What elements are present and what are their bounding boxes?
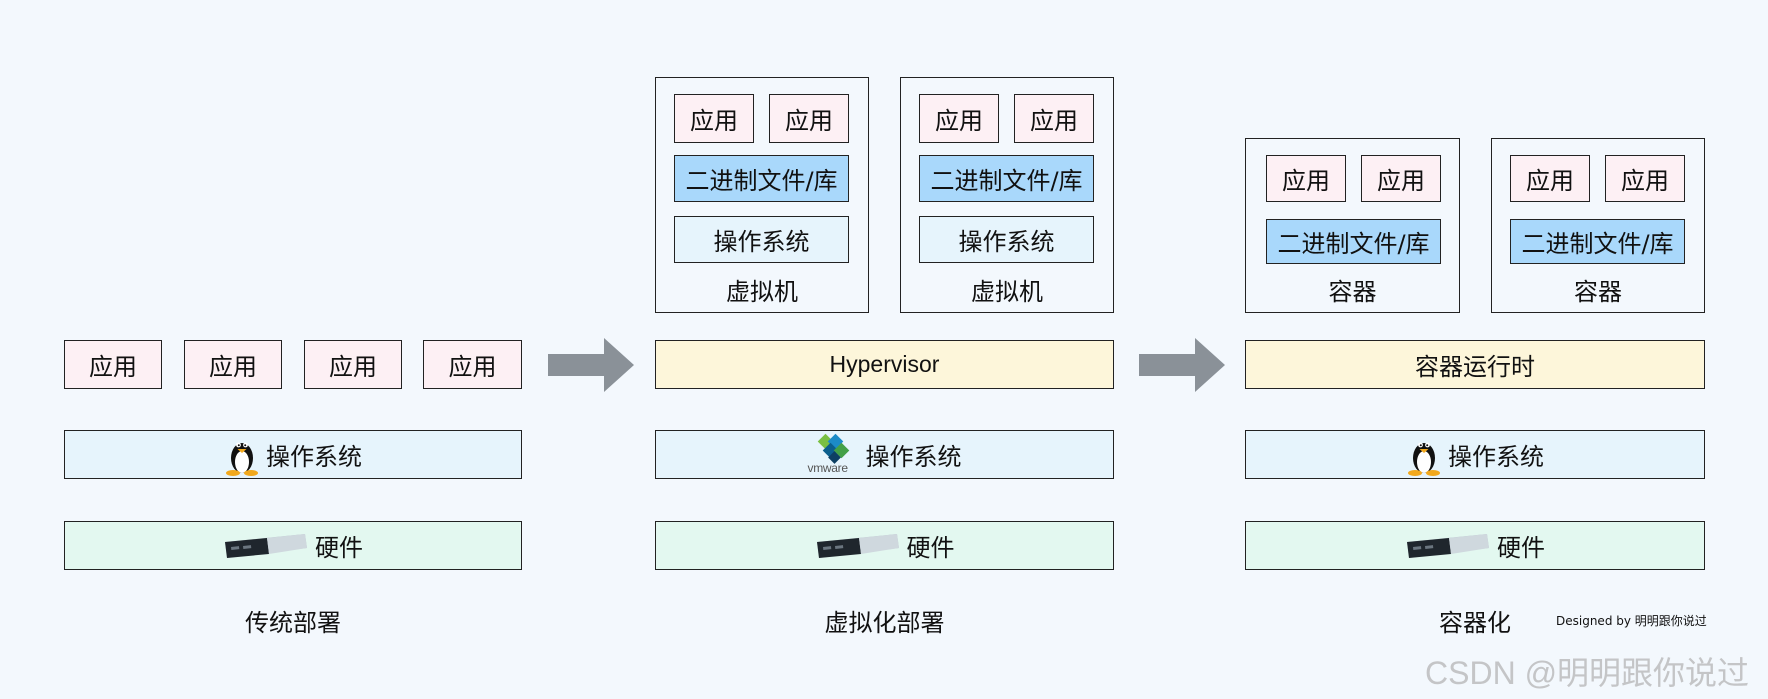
os-label: 操作系统 xyxy=(266,443,362,471)
csdn-watermark: CSDN @明明跟你说过 xyxy=(1425,655,1750,691)
hardware-label: 硬件 xyxy=(906,534,955,562)
vm2-app-1: 应用 xyxy=(919,94,999,143)
container1-app-2: 应用 xyxy=(1361,155,1441,202)
app-label: 应用 xyxy=(89,353,137,381)
traditional-app-3: 应用 xyxy=(304,340,402,389)
container2-app-1: 应用 xyxy=(1510,155,1590,202)
container-runtime-layer: 容器运行时 xyxy=(1245,340,1705,389)
vm-label: 虚拟机 xyxy=(971,278,1043,306)
vm1-os: 操作系统 xyxy=(674,216,849,263)
container2-app-2: 应用 xyxy=(1605,155,1685,202)
rack-server-icon xyxy=(1407,533,1489,558)
traditional-os-layer: 操作系统 xyxy=(64,430,522,479)
right-arrow-icon xyxy=(1139,338,1225,392)
vm1-lib: 二进制文件/库 xyxy=(674,155,849,202)
app-label: 应用 xyxy=(1282,167,1330,195)
app-label: 应用 xyxy=(1526,167,1574,195)
vm1-app-2: 应用 xyxy=(769,94,849,143)
virtualized-hardware-layer: 硬件 xyxy=(655,521,1114,570)
vm2-os: 操作系统 xyxy=(919,216,1094,263)
app-label: 应用 xyxy=(329,353,377,381)
container-label: 容器 xyxy=(1574,278,1622,306)
container-label: 容器 xyxy=(1328,278,1377,306)
vm-label: 虚拟机 xyxy=(726,278,798,306)
traditional-app-2: 应用 xyxy=(184,340,282,389)
os-label: 操作系统 xyxy=(958,228,1055,256)
vm2-app-2: 应用 xyxy=(1014,94,1094,143)
linux-tux-icon xyxy=(226,442,258,476)
vm-frame-1: 应用 应用 二进制文件/库 操作系统 虚拟机 xyxy=(655,77,869,313)
traditional-hardware-layer: 硬件 xyxy=(64,521,522,570)
designer-credit: Designed by 明明跟你说过 xyxy=(1556,614,1707,628)
virtualized-os-layer: vmware 操作系统 xyxy=(655,430,1114,479)
traditional-app-1: 应用 xyxy=(64,340,162,389)
container-hardware-layer: 硬件 xyxy=(1245,521,1705,570)
container-os-layer: 操作系统 xyxy=(1245,430,1705,479)
rack-server-icon xyxy=(816,533,899,558)
app-label: 应用 xyxy=(690,107,738,135)
container-frame-2: 应用 应用 二进制文件/库 容器 xyxy=(1491,138,1705,313)
caption-virtualized: 虚拟化部署 xyxy=(824,609,945,637)
lib-label: 二进制文件/库 xyxy=(930,167,1083,195)
app-label: 应用 xyxy=(1377,167,1425,195)
lib-label: 二进制文件/库 xyxy=(685,167,838,195)
caption-traditional: 传统部署 xyxy=(245,609,341,637)
container-frame-1: 应用 应用 二进制文件/库 容器 xyxy=(1245,138,1460,313)
app-label: 应用 xyxy=(1030,107,1078,135)
vm2-lib: 二进制文件/库 xyxy=(919,155,1094,202)
app-label: 应用 xyxy=(1621,167,1669,195)
vm-frame-2: 应用 应用 二进制文件/库 操作系统 虚拟机 xyxy=(900,77,1114,313)
vmware-logo-icon: vmware xyxy=(808,433,860,477)
hypervisor-label: Hypervisor xyxy=(829,351,940,377)
container1-app-1: 应用 xyxy=(1266,155,1346,202)
hardware-label: 硬件 xyxy=(315,534,363,562)
os-label: 操作系统 xyxy=(865,443,962,471)
hypervisor-layer: Hypervisor xyxy=(655,340,1114,389)
rack-server-icon xyxy=(225,533,307,558)
app-label: 应用 xyxy=(448,353,497,381)
os-label: 操作系统 xyxy=(713,228,810,256)
vmware-wordmark: vmware xyxy=(807,460,849,475)
container1-lib: 二进制文件/库 xyxy=(1266,219,1441,264)
hardware-label: 硬件 xyxy=(1497,534,1545,562)
app-label: 应用 xyxy=(935,107,983,135)
lib-label: 二进制文件/库 xyxy=(1521,230,1674,258)
linux-tux-icon xyxy=(1408,442,1440,476)
app-label: 应用 xyxy=(209,353,257,381)
container-runtime-label: 容器运行时 xyxy=(1415,353,1535,381)
right-arrow-icon xyxy=(548,338,634,392)
app-label: 应用 xyxy=(785,107,833,135)
container2-lib: 二进制文件/库 xyxy=(1510,219,1685,264)
vm1-app-1: 应用 xyxy=(674,94,754,143)
os-label: 操作系统 xyxy=(1448,443,1544,471)
lib-label: 二进制文件/库 xyxy=(1277,230,1430,258)
caption-containerized: 容器化 xyxy=(1439,609,1511,637)
traditional-app-4: 应用 xyxy=(423,340,522,389)
